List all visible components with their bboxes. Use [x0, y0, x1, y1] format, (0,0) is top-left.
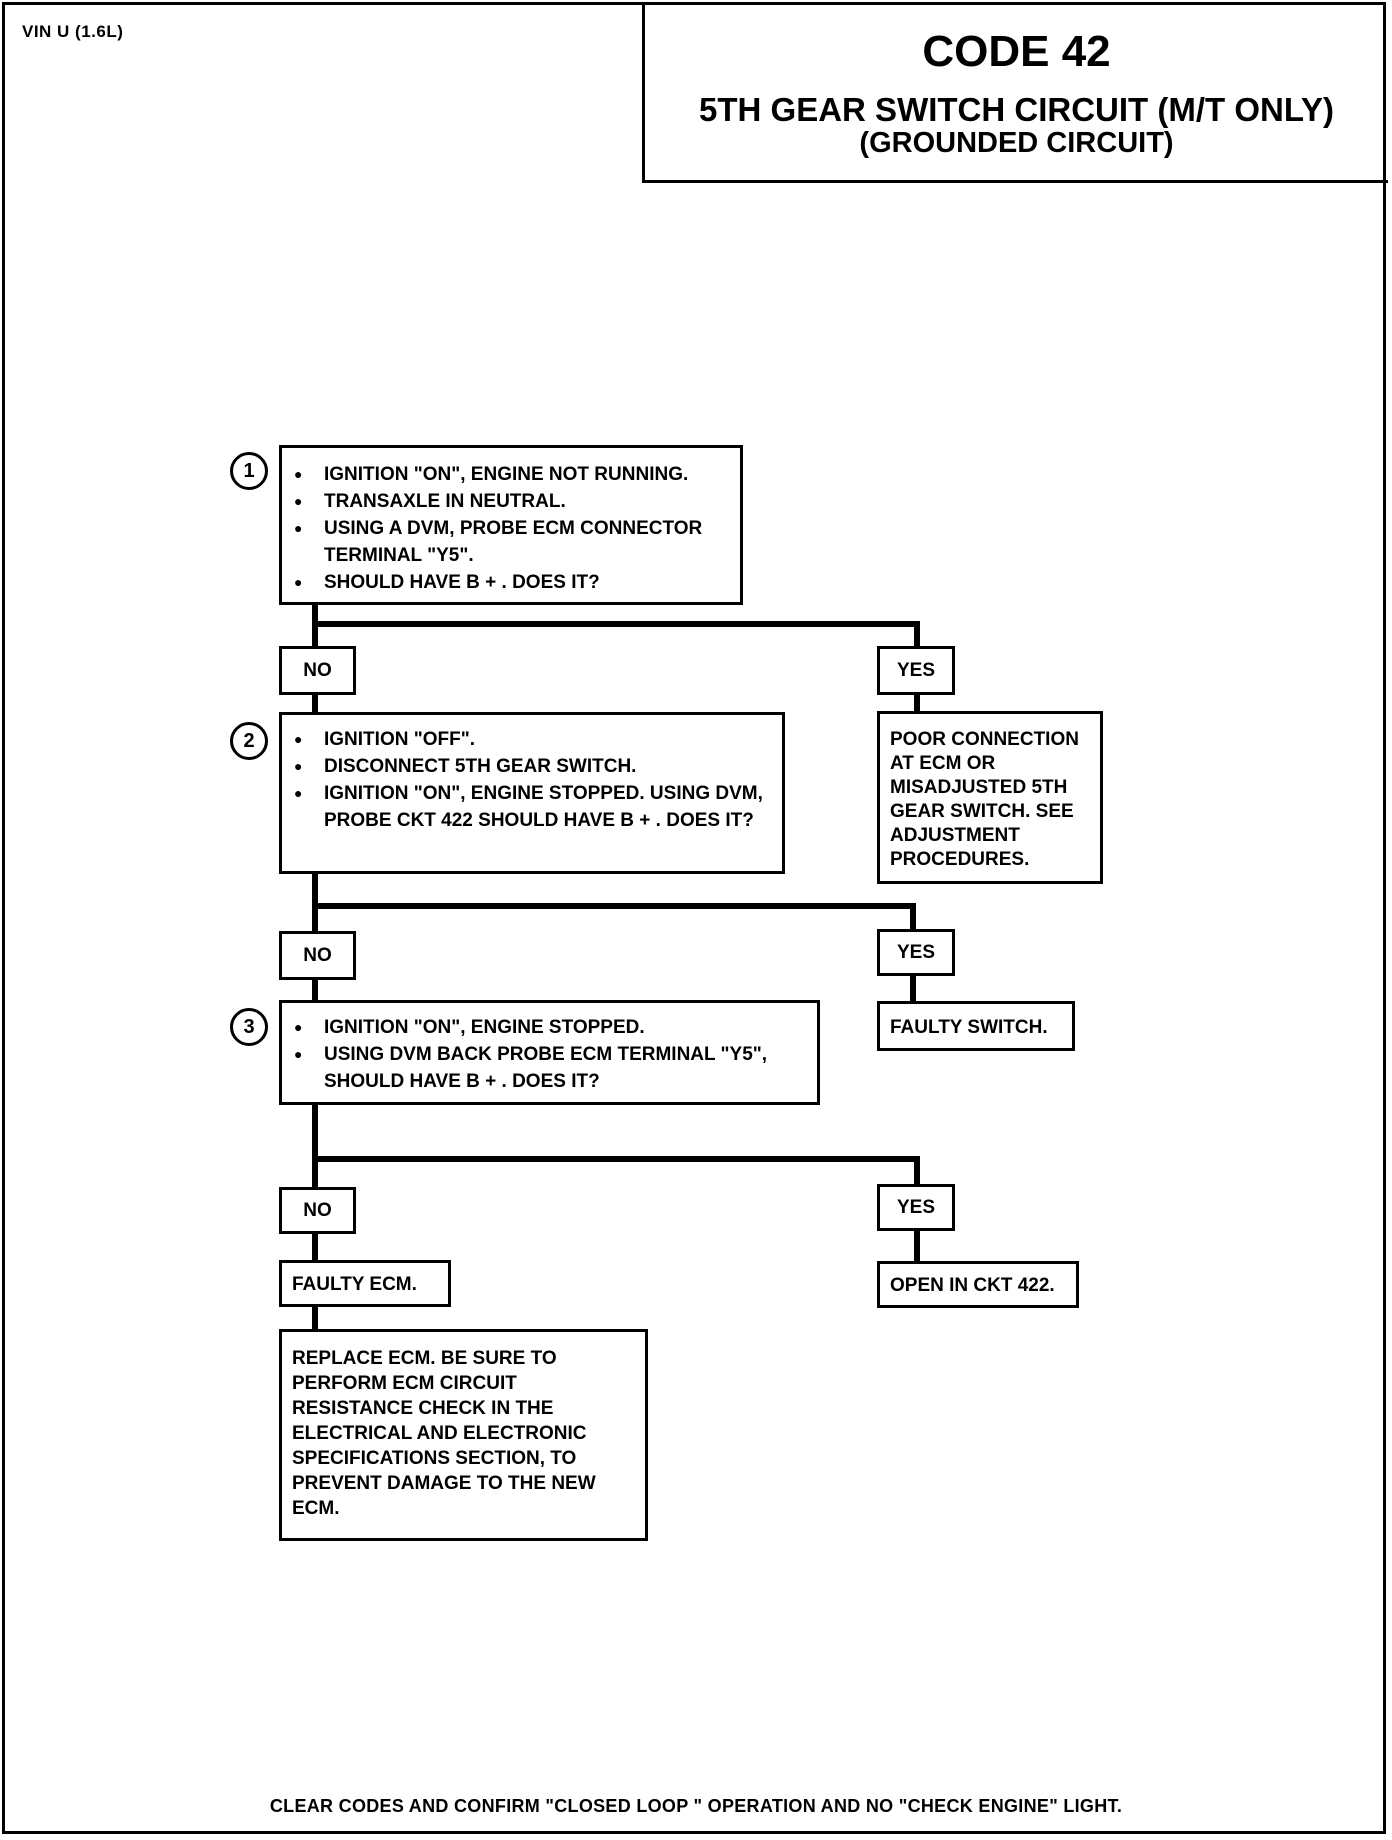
step-1-marker: 1	[230, 452, 268, 490]
connector-line	[914, 621, 920, 648]
vin-label: VIN U (1.6L)	[22, 22, 124, 41]
poor-connection-result: POOR CONNECTION AT ECM OR MISADJUSTED 5T…	[877, 711, 1103, 884]
step-3-item: USING DVM BACK PROBE ECM TERMINAL "Y5", …	[282, 1041, 811, 1095]
step-3-item: IGNITION "ON", ENGINE STOPPED.	[282, 1014, 811, 1041]
connector-line	[914, 1230, 920, 1265]
connector-line	[910, 975, 916, 1003]
step-3-yes-label: YES	[877, 1184, 955, 1231]
connector-line	[312, 621, 920, 627]
faulty-switch-result: FAULTY SWITCH.	[877, 1001, 1075, 1051]
connector-line	[312, 1306, 318, 1332]
code-title: CODE 42	[922, 27, 1111, 76]
connector-line	[914, 1156, 920, 1190]
open-ckt-result: OPEN IN CKT 422.	[877, 1261, 1079, 1308]
connector-line	[312, 979, 318, 1003]
step-3-box: IGNITION "ON", ENGINE STOPPED. USING DVM…	[279, 1000, 820, 1105]
connector-line	[910, 903, 916, 931]
step-2-yes-label: YES	[877, 929, 955, 976]
connector-line	[312, 694, 318, 714]
step-2-item: IGNITION "ON", ENGINE STOPPED. USING DVM…	[282, 780, 776, 834]
connector-line	[914, 694, 920, 714]
circuit-title: 5TH GEAR SWITCH CIRCUIT (M/T ONLY)	[699, 91, 1334, 128]
step-1-item: USING A DVM, PROBE ECM CONNECTOR TERMINA…	[282, 515, 734, 569]
step-2-item: DISCONNECT 5TH GEAR SWITCH.	[282, 753, 776, 780]
step-3-no-label: NO	[279, 1187, 356, 1234]
connector-line	[312, 1233, 318, 1265]
connector-line	[312, 1156, 920, 1162]
step-3-marker: 3	[230, 1008, 268, 1046]
step-2-box: IGNITION "OFF". DISCONNECT 5TH GEAR SWIT…	[279, 712, 785, 874]
connector-line	[312, 903, 916, 909]
step-1-item: TRANSAXLE IN NEUTRAL.	[282, 488, 734, 515]
step-2-no-label: NO	[279, 931, 356, 980]
step-1-box: IGNITION "ON", ENGINE NOT RUNNING. TRANS…	[279, 445, 743, 605]
footer-note: CLEAR CODES AND CONFIRM "CLOSED LOOP " O…	[269, 1796, 1123, 1816]
step-2-marker: 2	[230, 722, 268, 760]
replace-ecm-box: REPLACE ECM. BE SURE TO PERFORM ECM CIRC…	[279, 1329, 648, 1541]
step-1-no-label: NO	[279, 646, 356, 695]
step-1-item: SHOULD HAVE B + . DOES IT?	[282, 569, 734, 596]
connector-line	[312, 1104, 318, 1190]
circuit-subtitle: (GROUNDED CIRCUIT)	[859, 127, 1174, 159]
faulty-ecm-result: FAULTY ECM.	[279, 1260, 451, 1307]
step-2-item: IGNITION "OFF".	[282, 726, 776, 753]
step-1-yes-label: YES	[877, 646, 955, 695]
step-1-item: IGNITION "ON", ENGINE NOT RUNNING.	[282, 461, 734, 488]
title-box: CODE 42 5TH GEAR SWITCH CIRCUIT (M/T ONL…	[642, 2, 1388, 183]
